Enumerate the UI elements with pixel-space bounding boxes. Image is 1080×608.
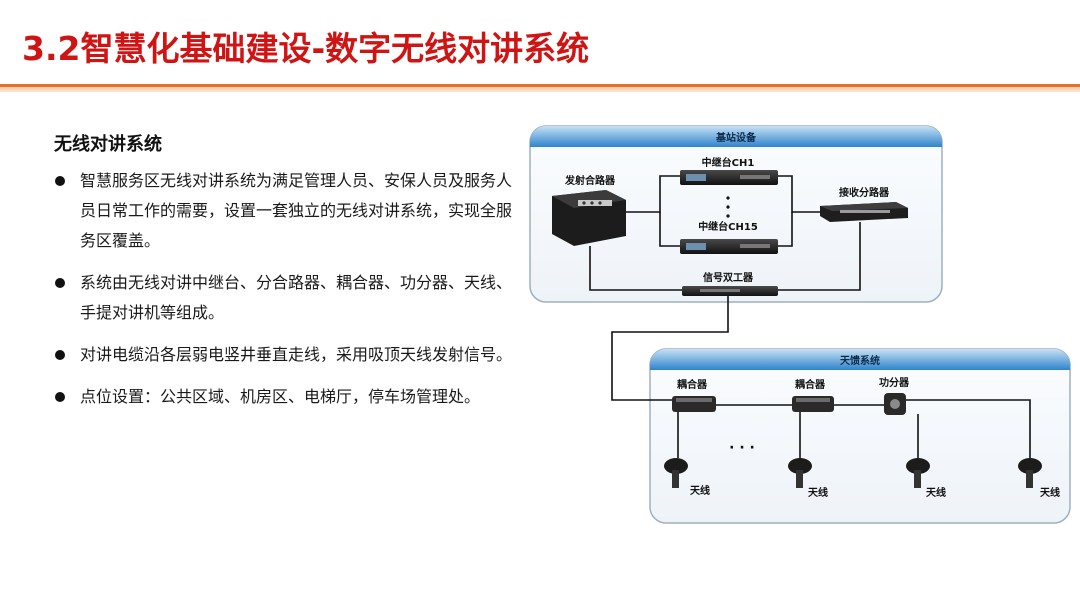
bullet-text: 点位设置：公共区域、机房区、电梯厅，停车场管理处。 <box>80 387 481 406</box>
coupler-2: 耦合器 <box>792 378 834 412</box>
page-title: 3.2智慧化基础建设-数字无线对讲系统 <box>22 29 590 68</box>
antenna-3-label: 天线 <box>926 486 946 499</box>
coupler-ellipsis: · · · <box>729 440 755 456</box>
bullet-item: 智慧服务区无线对讲系统为满足管理人员、安保人员及服务人员日常工作的需要，设置一套… <box>54 166 524 256</box>
antenna-2-label: 天线 <box>808 486 828 499</box>
repeater-ellipsis <box>726 196 730 218</box>
bullet-dot-icon <box>55 350 65 360</box>
antenna-1-label: 天线 <box>690 484 710 497</box>
title-divider <box>0 84 1080 92</box>
power-splitter: 功分器 <box>879 376 910 415</box>
antenna-system-header: 天馈系统 <box>840 354 880 367</box>
repeater-ch15-label: 中继台CH15 <box>698 220 758 233</box>
antenna-4-label: 天线 <box>1040 486 1060 499</box>
section-subtitle: 无线对讲系统 <box>54 134 162 155</box>
transmit-combiner: 发射合路器 <box>552 174 626 246</box>
bullet-dot-icon <box>55 176 65 186</box>
bullet-dot-icon <box>55 392 65 402</box>
receive-splitter: 接收分路器 <box>820 186 908 222</box>
bullet-item: 对讲电缆沿各层弱电竖井垂直走线，采用吸顶天线发射信号。 <box>54 340 524 370</box>
bullet-item: 系统由无线对讲中继台、分合路器、耦合器、功分器、天线、手提对讲机等组成。 <box>54 268 524 328</box>
bullet-dot-icon <box>55 278 65 288</box>
antenna-2: 天线 <box>788 458 828 499</box>
receive-splitter-label: 接收分路器 <box>839 186 890 199</box>
antenna-system-panel: 天馈系统 <box>649 348 1071 524</box>
base-station-panel: 基站设备 <box>529 125 943 303</box>
bullet-text: 系统由无线对讲中继台、分合路器、耦合器、功分器、天线、手提对讲机等组成。 <box>80 273 513 322</box>
signal-duplexer-label: 信号双工器 <box>703 271 754 284</box>
bullet-text: 对讲电缆沿各层弱电竖井垂直走线，采用吸顶天线发射信号。 <box>80 345 513 364</box>
cable-lines <box>589 175 1031 458</box>
coupler-1-label: 耦合器 <box>677 378 708 391</box>
transmit-combiner-label: 发射合路器 <box>564 174 616 187</box>
base-station-header: 基站设备 <box>715 131 757 144</box>
antenna-3: 天线 <box>906 458 946 499</box>
repeater-ch1-label: 中继台CH1 <box>702 156 755 169</box>
bullet-item: 点位设置：公共区域、机房区、电梯厅，停车场管理处。 <box>54 382 524 412</box>
antenna-1: 天线 <box>664 458 710 497</box>
antenna-4: 天线 <box>1018 458 1060 499</box>
repeater-ch15: 中继台CH15 <box>680 220 778 254</box>
bullet-text: 智慧服务区无线对讲系统为满足管理人员、安保人员及服务人员日常工作的需要，设置一套… <box>80 171 513 250</box>
power-splitter-label: 功分器 <box>879 376 910 389</box>
repeater-ch1: 中继台CH1 <box>680 156 778 185</box>
coupler-2-label: 耦合器 <box>795 378 826 391</box>
coupler-1: 耦合器 <box>672 378 716 412</box>
signal-duplexer: 信号双工器 <box>682 271 778 296</box>
bullet-list: 智慧服务区无线对讲系统为满足管理人员、安保人员及服务人员日常工作的需要，设置一套… <box>54 166 524 424</box>
